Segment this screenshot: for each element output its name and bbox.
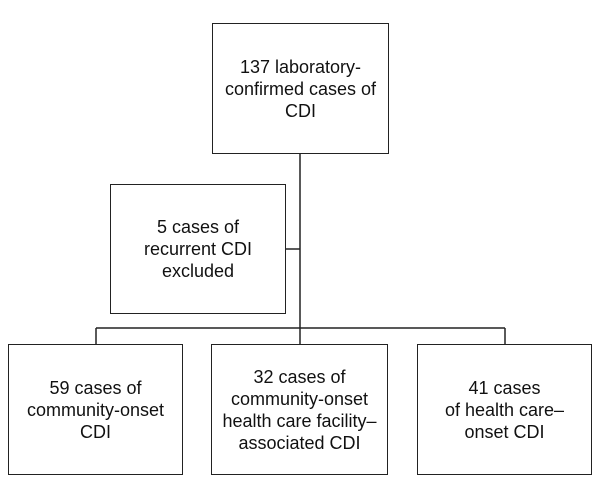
community-onset-facility-associated-box: 32 cases of community-onset health care … [211,344,388,475]
health-care-onset-text: 41 cases of health care– onset CDI [444,377,565,442]
health-care-onset-box: 41 cases of health care– onset CDI [417,344,592,475]
community-onset-text: 59 cases of community-onset CDI [26,377,165,442]
community-onset-box: 59 cases of community-onset CDI [8,344,183,475]
total-cases-box: 137 laboratory- confirmed cases of CDI [212,23,389,154]
excluded-cases-text: 5 cases of recurrent CDI excluded [143,217,253,281]
excluded-cases-box: 5 cases of recurrent CDI excluded [110,184,286,314]
community-onset-facility-associated-text: 32 cases of community-onset health care … [222,366,377,453]
total-cases-text: 137 laboratory- confirmed cases of CDI [224,56,377,121]
